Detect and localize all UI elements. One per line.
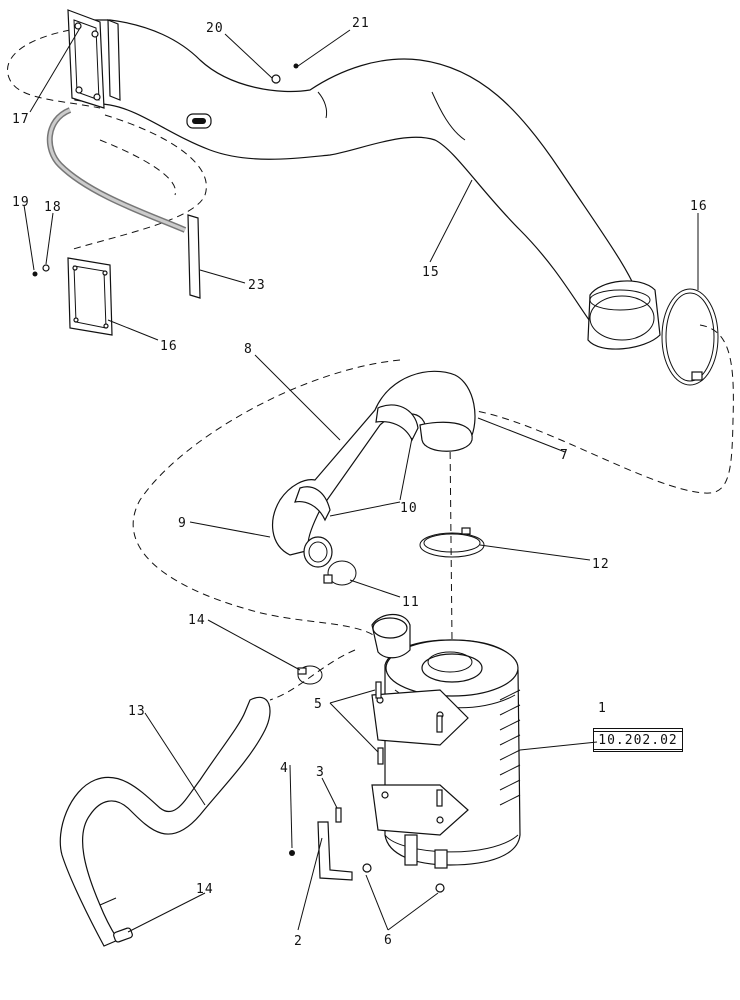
bolts-5[interactable] [375,681,443,807]
svg-text:13: 13 [128,704,146,719]
bracket-2[interactable] [317,821,353,881]
svg-text:6: 6 [384,933,393,948]
svg-text:8: 8 [244,342,253,357]
callout-18: 17 [12,112,30,127]
svg-text:5: 5 [314,697,323,712]
callout-12: 12 [592,557,610,572]
svg-text:7: 7 [560,448,569,463]
svg-text:21: 21 [352,16,370,31]
svg-text:17: 17 [12,112,30,127]
gasket[interactable] [67,257,113,336]
air-cleaner-assembly[interactable] [371,613,521,869]
callout-2: 2 [294,934,303,949]
svg-text:2: 2 [294,934,303,949]
callout-23: 23 [248,278,266,293]
callout-5: 5 [314,697,323,712]
intake-hose[interactable] [272,370,476,568]
svg-text:20: 20 [206,21,224,36]
upper-air-duct[interactable] [74,19,661,350]
callout-9: 9 [178,516,187,531]
callout-15: 15 [422,265,440,280]
svg-text:15: 15 [422,265,440,280]
svg-text:10: 10 [400,501,418,516]
clamp-12[interactable] [419,527,485,558]
washer-22[interactable] [293,63,299,69]
drain-hose[interactable] [59,696,271,947]
bolt-3[interactable] [335,807,342,823]
svg-text:12: 12 [592,557,610,572]
callout-10: 10 [400,501,418,516]
callout-3: 3 [316,765,325,780]
svg-text:4: 4 [280,761,289,776]
reference-number: 10.202.02 [593,730,683,750]
svg-text:11: 11 [402,595,420,610]
callout-11: 11 [402,595,420,610]
callout-14-upper: 14 [188,613,206,628]
svg-text:23: 23 [248,278,266,293]
reference-link[interactable]: 10.202.02 [593,728,683,752]
nut-19[interactable] [42,264,50,272]
callout-labels: 20 21 17 19 18 16 23 15 16 8 7 10 9 11 1… [12,16,708,949]
svg-text:9: 9 [178,516,187,531]
svg-text:1: 1 [598,701,607,716]
callout-17: 16 [160,339,178,354]
svg-text:14: 14 [188,613,206,628]
svg-text:14: 14 [196,882,214,897]
callout-6: 6 [384,933,393,948]
svg-text:18: 18 [44,200,62,215]
callout-19: 18 [44,200,62,215]
callout-16: 16 [690,199,708,214]
nuts-6[interactable] [362,863,445,893]
seal-strip[interactable] [187,214,201,299]
callout-1: 1 [598,701,607,716]
callout-7: 7 [560,448,569,463]
clamp-14-lower[interactable] [113,927,133,943]
nut-21[interactable] [271,74,281,84]
svg-text:19: 19 [12,195,30,210]
leader-lines [23,27,699,933]
callout-8: 8 [244,342,253,357]
washer-20[interactable] [32,271,38,277]
callout-13: 13 [128,704,146,719]
nut-4[interactable] [289,850,295,856]
callout-21: 20 [206,21,224,36]
svg-text:16: 16 [160,339,178,354]
callout-22: 21 [352,16,370,31]
clamp-14-upper[interactable] [297,665,323,685]
duct-flange[interactable] [67,9,121,109]
callout-14-lower: 14 [196,882,214,897]
callout-20: 19 [12,195,30,210]
callout-4: 4 [280,761,289,776]
svg-text:16: 16 [690,199,708,214]
cleaner-ribs [499,689,521,806]
clamp-16[interactable] [661,288,719,386]
clamp-11[interactable] [323,560,357,586]
routing-lines [7,29,734,701]
svg-text:3: 3 [316,765,325,780]
